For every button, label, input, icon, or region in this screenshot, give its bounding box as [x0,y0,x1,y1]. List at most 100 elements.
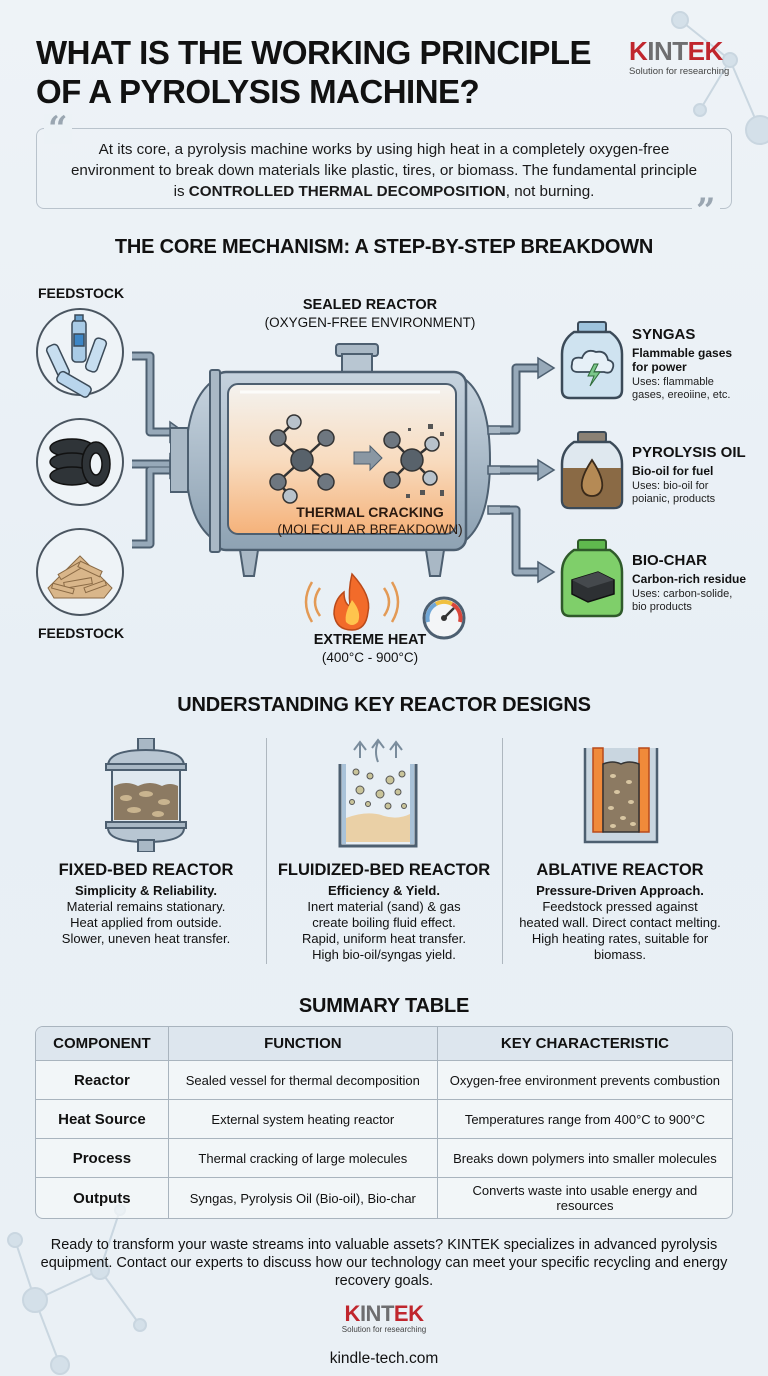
table-cell: Reactor [36,1061,169,1100]
table-row: Outputs Syngas, Pyrolysis Oil (Bio-oil),… [36,1178,732,1218]
design-line: create boiling fluid effect. [312,915,456,930]
process-title: THERMAL CRACKING [296,504,444,520]
pyrolysis-oil-uses-2: poianic, products [632,493,716,505]
logo-tagline: Solution for researching [341,1325,427,1334]
sealed-reactor-illustration [170,343,510,577]
design-line: High heating rates, suitable for [531,931,709,946]
table-cell: Temperatures range from 400°C to 900°C [437,1100,732,1139]
table-cell: Heat Source [36,1100,169,1139]
design-line: Inert material (sand) & gas [307,899,461,914]
design-subtitle: Pressure-Driven Approach. [536,883,704,898]
logo-tagline: Solution for researching [629,66,730,77]
pyrolysis-oil-jar-icon [560,431,624,510]
output-pyrolysis-oil: PYROLYSIS OIL Bio-oil for fuel Uses: bio… [632,444,762,506]
fluidized-bed-reactor-icon [338,738,418,848]
logo-ek: EK [687,36,724,66]
intro-emphasis: CONTROLLED THERMAL DECOMPOSITION [188,183,506,200]
title-line-2: OF A PYROLYSIS MACHINE? [36,73,480,110]
design-title: FIXED-BED REACTOR [58,861,234,879]
kintek-logo[interactable]: KINTEK Solution for researching [629,38,739,77]
pyrolysis-oil-title: PYROLYSIS OIL [632,444,746,461]
fixed-bed-reactor-icon [105,738,187,852]
syngas-uses: Uses: flammable [632,376,714,388]
design-line: High bio-oil/syngas yield. [312,947,456,962]
syngas-subtitle: Flammable gases [632,346,733,360]
design-line: Rapid, uniform heat transfer. [301,931,467,946]
intro-text-end: , not burning. [505,183,595,200]
footer-kintek-logo[interactable]: KINTEK Solution for researching [329,1301,439,1335]
reactor-title: SEALED REACTOR [302,297,438,313]
syngas-title: SYNGAS [632,326,696,343]
design-subtitle: Efficiency & Yield. [328,883,440,898]
website-link[interactable]: kindle-tech.com [329,1350,439,1367]
design-title: FLUIDIZED-BED REACTOR [277,861,491,879]
bio-char-uses-2: bio products [632,601,692,613]
syngas-subtitle-2: for power [632,360,687,374]
wood-chips-icon [36,528,124,616]
design-fixed-bed: FIXED-BED REACTOR Simplicity & Reliabili… [26,860,266,947]
column-header: FUNCTION [168,1027,438,1061]
logo-k: K [629,36,648,66]
flame-icon [304,572,466,640]
mechanism-heading: THE CORE MECHANISM: A STEP-BY-STEP BREAK… [114,236,654,258]
designs-heading: UNDERSTANDING KEY REACTOR DESIGNS [177,694,591,716]
column-divider [266,738,267,964]
temperature-gauge-icon [422,596,466,640]
design-line: biomass. [593,947,647,962]
design-line: Feedstock pressed against [542,899,698,914]
column-divider [502,738,503,964]
feedstock-label-bottom: FEEDSTOCK [38,625,125,641]
syngas-jar-icon [560,321,624,400]
column-header: KEY CHARACTERISTIC [437,1027,732,1061]
table-cell: Syngas, Pyrolysis Oil (Bio-oil), Bio-cha… [169,1178,438,1218]
intro-quote-box: At its core, a pyrolysis machine works b… [36,128,732,209]
table-cell: Converts waste into usable energy and re… [472,1183,698,1213]
table-cell: Outputs [36,1178,169,1218]
tires-icon [36,418,124,506]
close-quote-icon: ” [692,194,720,228]
logo-int: INT [359,1301,394,1326]
output-syngas: SYNGAS Flammable gases for power Uses: f… [632,326,762,402]
pyrolysis-oil-uses: Uses: bio-oil for [632,480,709,492]
logo-int: INT [647,36,688,66]
output-pipes [500,356,556,584]
ablative-reactor-icon [583,747,659,844]
logo-k: K [344,1301,361,1326]
output-bio-char: BIO-CHAR Carbon-rich residue Uses: carbo… [632,552,762,614]
table-row: Reactor Sealed vessel for thermal decomp… [36,1061,732,1100]
table-cell: External system heating reactor [168,1100,438,1139]
bio-char-uses: Uses: carbon-solide, [632,588,733,600]
intro-text: At its core, a pyrolysis machine works b… [70,141,698,200]
pyrolysis-oil-subtitle: Bio-oil for fuel [632,464,714,478]
table-cell: Thermal cracking of large molecules [168,1139,438,1178]
table-cell: Sealed vessel for thermal decomposition [168,1061,438,1100]
page-title: WHAT IS THE WORKING PRINCIPLE OF A PYROL… [36,33,596,111]
open-quote-icon: “ [44,112,72,146]
heat-range: (400°C - 900°C) [321,650,419,665]
summary-table: COMPONENT FUNCTION KEY CHARACTERISTIC Re… [35,1026,733,1219]
process-subtitle: (MOLECULAR BREAKDOWN) [277,522,463,537]
table-cell: Oxygen-free environment prevents combust… [437,1061,732,1100]
design-line: heated wall. Direct contact melting. [519,915,721,930]
bio-char-title: BIO-CHAR [632,552,707,569]
call-to-action-text: Ready to transform your waste streams in… [40,1237,728,1289]
design-line: Material remains stationary. [66,899,226,914]
title-line-1: WHAT IS THE WORKING PRINCIPLE [36,34,592,71]
design-fluidized-bed: FLUIDIZED-BED REACTOR Efficiency & Yield… [264,860,504,963]
bio-char-jar-icon [560,539,624,618]
design-ablative: ABLATIVE REACTOR Pressure-Driven Approac… [500,860,740,963]
syngas-uses-2: gases, ereoiine, etc. [632,389,731,401]
design-line: Heat applied from outside. [70,915,222,930]
reactor-subtitle: (OXYGEN-FREE ENVIRONMENT) [264,315,476,330]
feedstock-label-top: FEEDSTOCK [38,285,125,301]
plastic-bottles-icon [36,308,124,398]
table-row: Process Thermal cracking of large molecu… [36,1139,732,1178]
heat-title: EXTREME HEAT [313,632,427,648]
table-header-row: COMPONENT FUNCTION KEY CHARACTERISTIC [36,1027,732,1061]
summary-heading: SUMMARY TABLE [298,995,470,1017]
table-row: Heat Source External system heating reac… [36,1100,732,1139]
table-cell: Breaks down polymers into smaller molecu… [437,1139,732,1178]
bio-char-subtitle: Carbon-rich residue [632,572,747,586]
design-subtitle: Simplicity & Reliability. [74,883,218,898]
table-cell: Process [36,1139,169,1178]
